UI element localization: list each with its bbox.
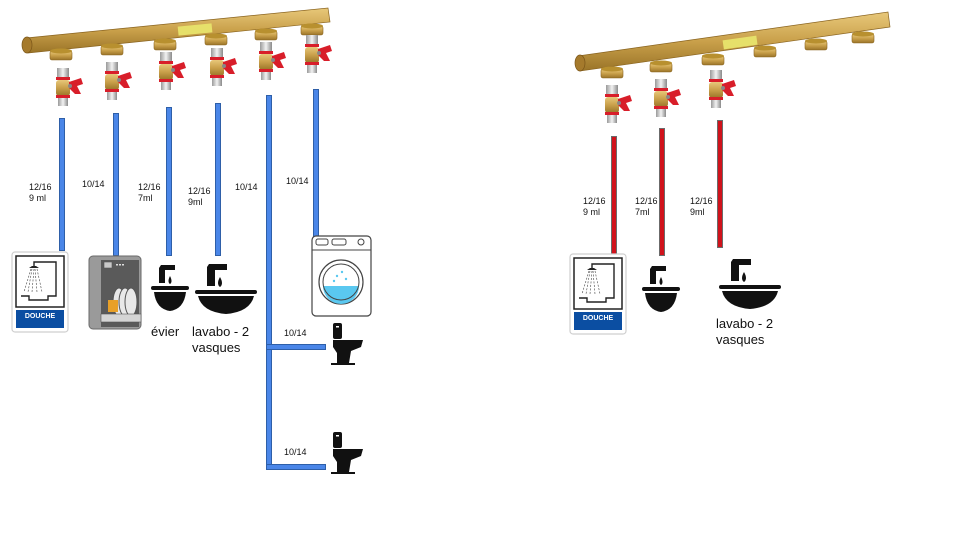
evier-icon [642,266,680,312]
cold-label-lave-vaisselle: 10/14 [82,179,105,189]
caption-lavabo: lavabo - 2 vasques [716,316,774,347]
caption-evier: évier [151,324,180,339]
douche-icon [11,251,69,333]
hot-label-lavabo: 12/16 9ml [690,196,713,217]
hot-pipe-lavabo [717,120,723,248]
wc-icon [331,323,363,365]
cold-pipe-evier [166,107,172,256]
cold-pipe-wc-branch-2 [266,464,326,470]
lavabo-icon [719,259,781,309]
evier-icon [151,265,189,311]
cold-manifold-body [21,7,331,54]
hot-label-evier: 12/16 7ml [635,196,658,217]
lavabo-icon [195,264,257,314]
cold-label-lavabo: 12/16 9ml [188,186,211,207]
hot-label-douche: 12/16 9 ml [583,196,606,217]
douche-label: DOUCHE [24,313,56,320]
cold-label-wc-2: 10/14 [284,447,307,457]
cold-label-lave-linge: 10/14 [286,176,309,186]
wc-icon [331,432,363,474]
cold-pipe-lavabo [215,103,221,256]
douche-icon [569,253,627,335]
cold-label-wc-trunk: 10/14 [235,182,258,192]
cold-label-douche: 12/16 9 ml [29,182,52,203]
cold-label-evier: 12/16 7ml [138,182,161,203]
cold-pipe-douche [59,118,65,251]
douche-label: DOUCHE [582,315,614,322]
cold-label-wc-1: 10/14 [284,328,307,338]
hot-pipe-evier [659,128,665,256]
washing-machine-icon [311,235,372,317]
cold-pipe-wc-branch-1 [266,344,326,350]
dishwasher-icon [88,255,142,330]
caption-lavabo: lavabo - 2 vasques [192,324,250,355]
hot-manifold-body [574,11,891,72]
